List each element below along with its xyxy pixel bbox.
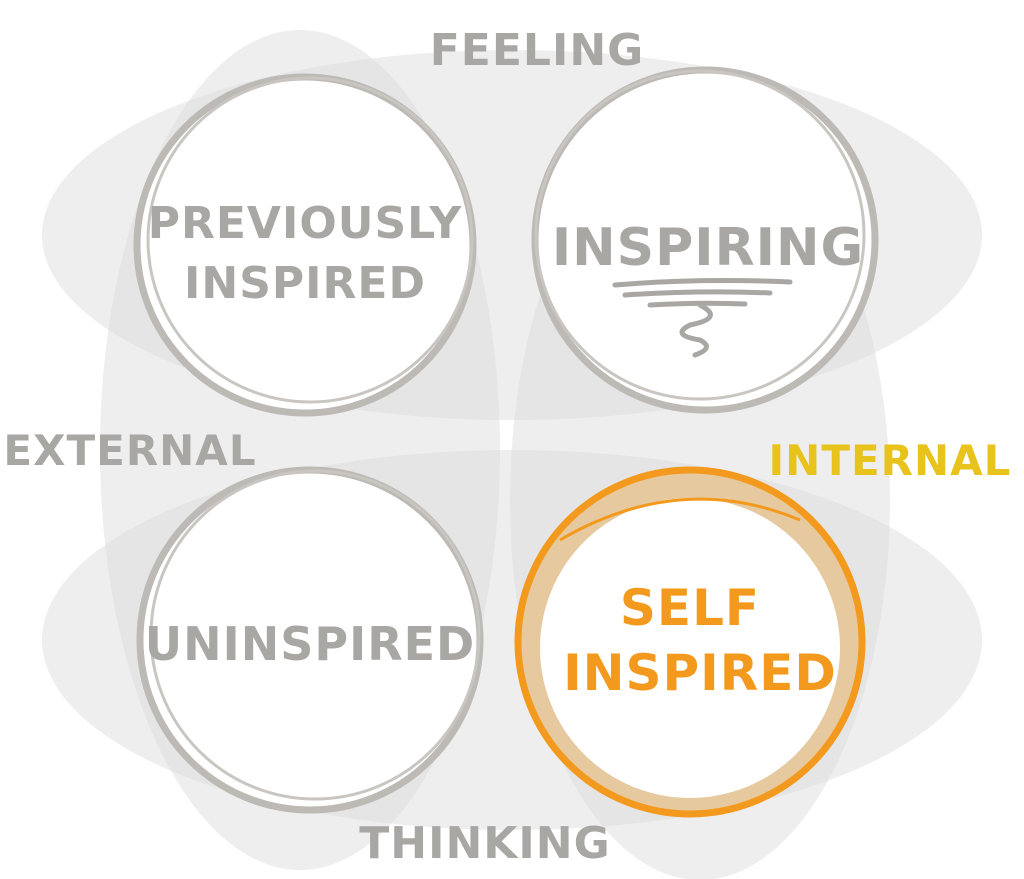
axis-label-thinking: THINKING	[359, 818, 610, 869]
axis-label-internal: INTERNAL	[769, 436, 1012, 485]
quadrant-previously-inspired: PREVIOUSLY INSPIRED	[133, 73, 477, 417]
scribble-underline-icon	[612, 278, 793, 358]
quadrant-label: INSPIRED	[184, 258, 426, 309]
quadrant-self-inspired: SELF INSPIRED	[514, 466, 866, 818]
axis-label-external: EXTERNAL	[3, 426, 256, 475]
quadrant-label: UNINSPIRED	[145, 617, 475, 671]
quadrant-inspiring: INSPIRING	[531, 66, 879, 414]
quadrant-uninspired: UNINSPIRED	[136, 466, 484, 814]
quadrant-label: INSPIRING	[552, 218, 864, 278]
quadrant-label: SELF	[620, 579, 760, 637]
quadrant-label: PREVIOUSLY	[148, 198, 463, 249]
quadrant-label: INSPIRED	[563, 644, 837, 702]
axis-label-feeling: FEELING	[430, 25, 645, 76]
